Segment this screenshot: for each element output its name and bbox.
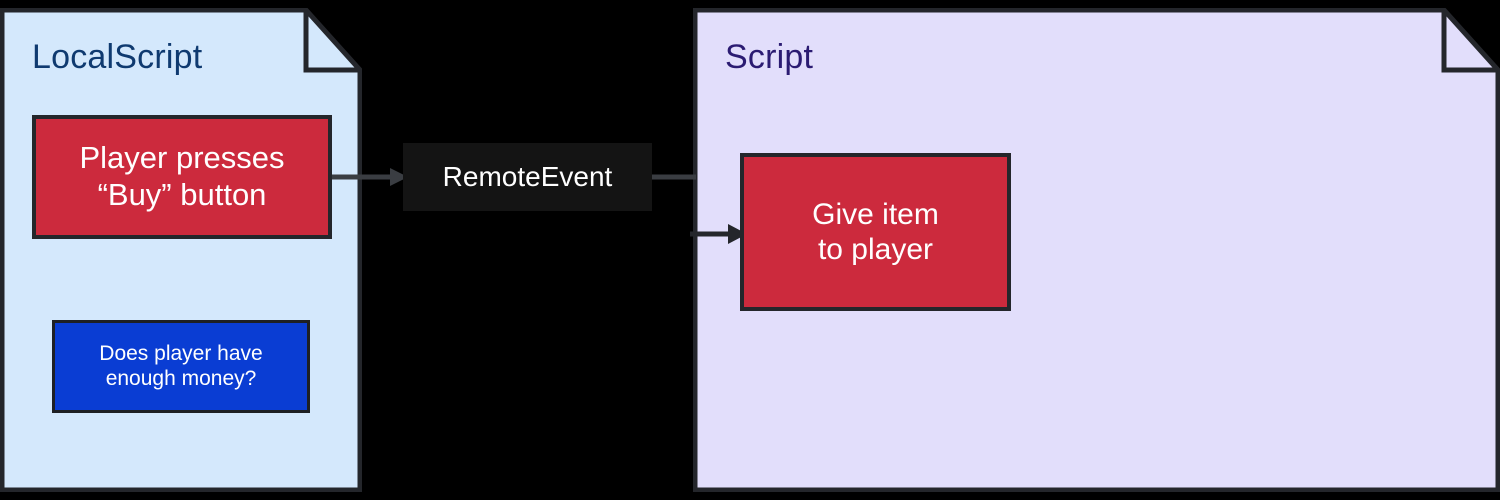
script-fold-line — [1441, 10, 1498, 73]
node-remote-event[interactable]: RemoteEvent — [403, 143, 652, 211]
localscript-body — [0, 8, 362, 492]
node-does-player-have-money[interactable]: Does player have enough money? — [52, 320, 310, 413]
script-body — [693, 8, 1500, 492]
localscript-document-shape — [0, 8, 362, 492]
script-title: Script — [725, 38, 814, 76]
localscript-title: LocalScript — [32, 38, 203, 76]
node-give-item-to-player-label: Give item to player — [812, 197, 939, 266]
panel-localscript[interactable]: LocalScript — [0, 8, 362, 492]
node-player-presses-buy[interactable]: Player presses “Buy” button — [32, 115, 332, 239]
localscript-fold-line — [303, 10, 360, 73]
node-does-player-have-money-label: Does player have enough money? — [99, 341, 263, 390]
connector-remote-to-script-panel — [648, 174, 696, 180]
script-document-shape — [693, 8, 1500, 492]
node-player-presses-buy-label: Player presses “Buy” button — [79, 140, 285, 212]
panel-script[interactable]: Script — [693, 8, 1500, 492]
node-give-item-to-player[interactable]: Give item to player — [740, 153, 1011, 311]
node-remote-event-label: RemoteEvent — [442, 161, 613, 193]
